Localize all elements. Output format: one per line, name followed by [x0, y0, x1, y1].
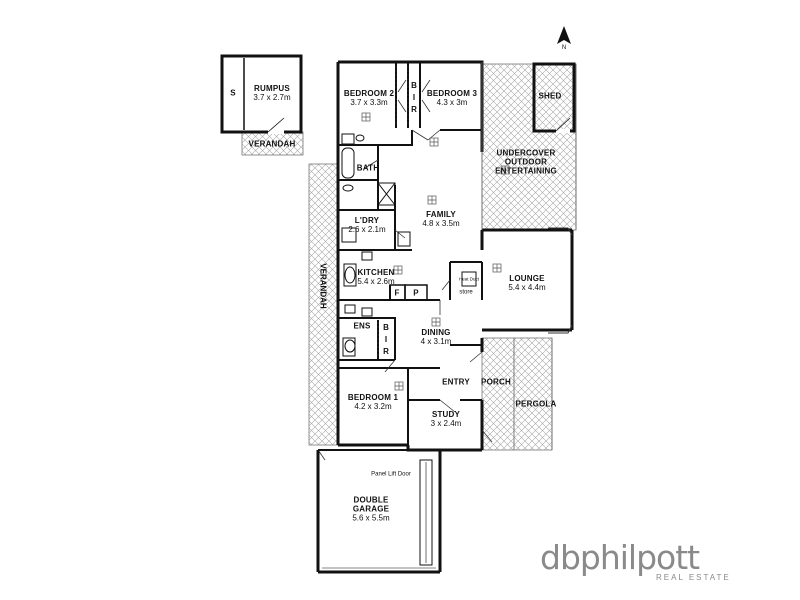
study-name: STUDY [431, 410, 461, 419]
panel-lift-door-text: Panel Lift Door [371, 471, 411, 478]
bath-label: BATH [357, 164, 379, 173]
outdoor-label: UNDERCOVER OUTDOOR ENTERTAINING [495, 149, 557, 176]
bedroom2-dim: 3.7 x 3.3m [350, 98, 388, 107]
lounge-dim: 5.4 x 4.4m [508, 283, 546, 292]
pantry-f-label: F [394, 289, 399, 298]
heat-duct-line2: Duct [469, 276, 480, 282]
garage-label: DOUBLE GARAGE 5.6 x 5.5m [352, 496, 389, 523]
shed-label: SHED [538, 92, 561, 101]
lounge-label: LOUNGE 5.4 x 4.4m [508, 274, 545, 292]
heat-duct-line1: Heat [458, 276, 469, 282]
outdoor-line1: UNDERCOVER [496, 148, 556, 158]
rumpus-name: RUMPUS [254, 84, 290, 93]
door-swings [317, 79, 493, 461]
s-text: S [230, 88, 236, 98]
family-name: FAMILY [426, 210, 456, 219]
pantry-cupboards [389, 284, 428, 301]
house-interior-walls [337, 62, 483, 445]
bir-label-top: B I R [411, 80, 417, 116]
rumpus-label: RUMPUS 3.7 x 2.7m [253, 84, 290, 102]
kitchen-name: KITCHEN [357, 268, 395, 277]
bedroom3-label: BEDROOM 3 4.3 x 3m [427, 89, 477, 107]
verandah-long-label: VERANDAH [319, 263, 328, 308]
brand-tagline: REAL ESTATE [656, 573, 731, 582]
garage-walls [316, 449, 442, 574]
garage-dim: 5.6 x 5.5m [352, 513, 390, 523]
bath-text: BATH [356, 163, 380, 173]
ens-text: ENS [353, 321, 371, 331]
dining-label: DINING 4 x 3.1m [421, 328, 452, 346]
bathroom-fixtures [341, 133, 411, 357]
bir-label-ensuite: B I R [383, 322, 389, 358]
dining-dim: 4 x 3.1m [420, 337, 452, 346]
brand-logo: dbphilpott REAL ESTATE [540, 540, 735, 584]
bir-b: B [411, 81, 417, 90]
laundry-dim: 2.6 x 2.1m [348, 225, 386, 234]
family-dim: 4.8 x 3.5m [422, 219, 460, 228]
north-arrow-icon: N [557, 26, 571, 50]
entry-text: ENTRY [442, 377, 470, 387]
verandah-long-text: VERANDAH [318, 263, 328, 309]
bir-r: R [411, 105, 417, 114]
garage-line1: DOUBLE [353, 495, 389, 505]
north-label: N [562, 45, 566, 50]
laundry-label: L'DRY 2.6 x 2.1m [348, 216, 385, 234]
verandah-long-area [308, 163, 339, 446]
bedroom2-label: BEDROOM 2 3.7 x 3.3m [344, 89, 394, 107]
entry-label: ENTRY [442, 378, 470, 387]
pantry-p-text: P [413, 288, 419, 298]
store-text: store [459, 289, 473, 296]
bir-i: I [412, 93, 416, 102]
verandah-small-label: VERANDAH [249, 140, 296, 149]
panel-lift-door-label: Panel Lift Door [371, 472, 411, 479]
outdoor-edge-lines [481, 62, 577, 450]
porch-label: PORCH [481, 378, 511, 387]
garage-line2: GARAGE [352, 504, 390, 514]
shed-text: SHED [538, 91, 562, 101]
bedroom3-dim: 4.3 x 3m [436, 98, 468, 107]
bedroom3-name: BEDROOM 3 [426, 89, 478, 98]
kitchen-label: KITCHEN 5.4 x 2.6m [357, 268, 394, 286]
ens-label: ENS [353, 322, 370, 331]
light-fittings [361, 112, 510, 391]
pergola-text: PERGOLA [515, 399, 557, 409]
porch-area [481, 337, 515, 451]
rumpus-walls [220, 54, 303, 134]
store-label: store [459, 290, 472, 297]
verandah-small-text: VERANDAH [248, 139, 296, 149]
bir2-b: B [383, 323, 389, 332]
family-label: FAMILY 4.8 x 3.5m [422, 210, 459, 228]
kitchen-dim: 5.4 x 2.6m [357, 277, 395, 286]
bedroom1-dim: 4.2 x 3.2m [354, 402, 392, 411]
rumpus-dim: 3.7 x 2.7m [253, 93, 291, 102]
bir2-i: I [384, 335, 388, 344]
bir2-r: R [383, 347, 389, 356]
pantry-p-label: P [413, 289, 419, 298]
laundry-name: L'DRY [354, 216, 380, 225]
bedroom1-label: BEDROOM 1 4.2 x 3.2m [348, 393, 398, 411]
study-label: STUDY 3 x 2.4m [431, 410, 462, 428]
bedroom2-name: BEDROOM 2 [343, 89, 395, 98]
dining-name: DINING [421, 328, 451, 337]
pantry-f-text: F [394, 288, 400, 298]
heat-duct-box [461, 271, 477, 287]
bedroom1-name: BEDROOM 1 [347, 393, 399, 402]
pergola-label: PERGOLA [516, 400, 557, 409]
outdoor-line2: OUTDOOR [504, 157, 548, 167]
pergola-area [513, 337, 553, 451]
outdoor-line3: ENTERTAINING [495, 166, 557, 176]
robe-dashed-lines [377, 66, 409, 358]
brand-name: dbphilpott [540, 538, 700, 577]
study-dim: 3 x 2.4m [430, 419, 462, 428]
porch-text: PORCH [481, 377, 511, 387]
shed-walls [532, 62, 576, 133]
lounge-windows [548, 227, 573, 334]
outdoor-entertaining-area [481, 63, 577, 231]
lounge-name: LOUNGE [509, 274, 545, 283]
s-label: S [230, 89, 236, 98]
heat-duct-label: Heat Duct [459, 277, 479, 282]
